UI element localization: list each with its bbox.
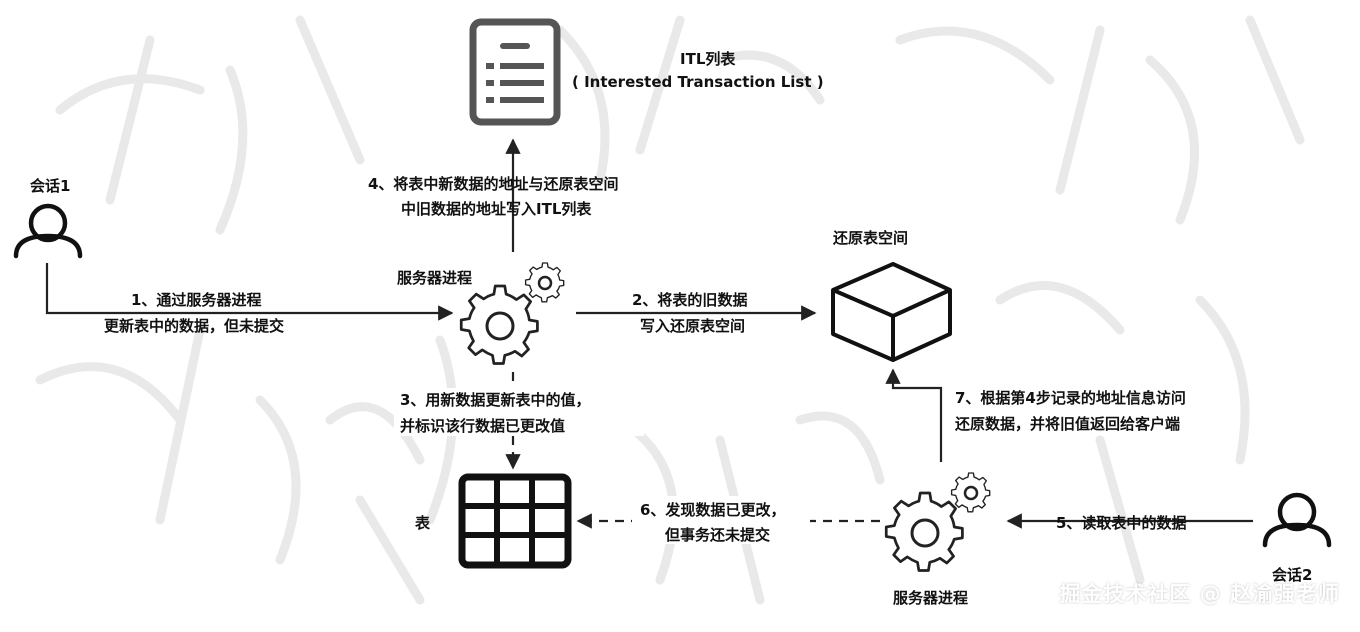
step3-line2: 并标识该行数据已更改值 [400,417,565,435]
server-bottom-gear-icon [884,472,991,572]
server-top-gear-icon [459,262,565,365]
itl-title: ITL列表 [680,50,736,68]
undo-cube-icon [831,262,952,362]
session1-label: 会话1 [30,177,70,195]
table-grid-icon [458,473,572,569]
step4-line1: 4、将表中新数据的地址与还原表空间 [368,175,618,193]
step1-line2: 更新表中的数据，但未提交 [104,317,284,335]
session1-user-icon [13,203,83,259]
undo-label: 还原表空间 [832,229,908,247]
itl-subtitle: ( Interested Transaction List ) [572,73,824,91]
step7-line2: 还原数据，并将旧值返回给客户端 [954,415,1180,433]
session2-label: 会话2 [1272,566,1312,584]
step1-line1: 1、通过服务器进程 [131,291,261,309]
server-top-label: 服务器进程 [397,269,472,287]
server-bottom-label: 服务器进程 [893,589,968,607]
step2-line2: 写入还原表空间 [640,317,745,335]
step4-line2: 中旧数据的地址写入ITL列表 [401,200,592,218]
arrow-step7 [885,368,943,462]
arrow-step1 [45,263,454,321]
session2-user-icon [1262,492,1332,548]
step5-line1: 5、读取表中的数据 [1056,514,1186,532]
step6-line2: 但事务还未提交 [664,526,770,544]
site-watermark: 掘金技术社区 @ 赵渝强老师 [1059,582,1340,606]
step3-line1: 3、用新数据更新表中的值， [400,391,590,409]
itl-document-icon [469,18,561,126]
step7-line1: 7、根据第4步记录的地址信息访问 [955,389,1186,407]
step6-line1: 6、发现数据已更改， [640,501,785,519]
table-label: 表 [415,514,431,532]
step2-line1: 2、将表的旧数据 [632,291,747,309]
